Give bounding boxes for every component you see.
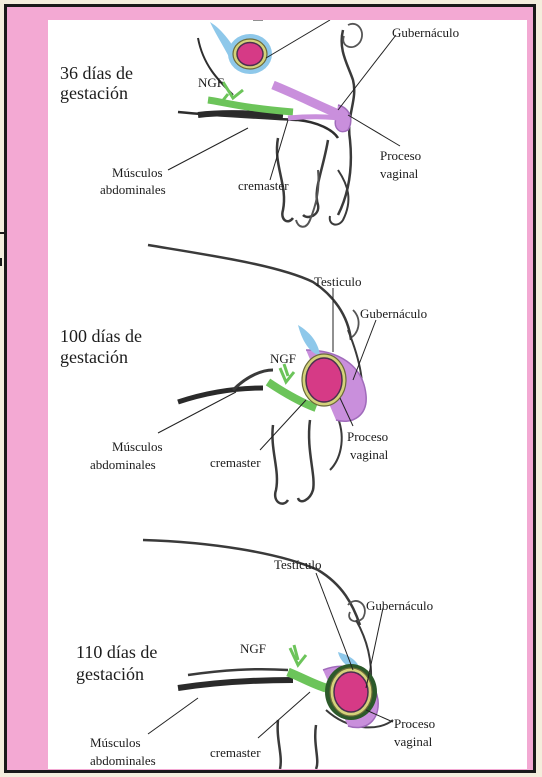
outline-stroke xyxy=(188,669,288,675)
musculos-label: Músculos xyxy=(112,165,163,180)
testis-shape xyxy=(334,672,368,712)
panel-100-days: 100 días de gestación Testiculo NGF Gube… xyxy=(60,245,427,504)
ngf-label: NGF xyxy=(240,641,266,656)
diagram-svg: 36 días de gestación NGF Gubernáculo Pro… xyxy=(48,20,527,769)
gestation-label: gestación xyxy=(60,347,128,367)
cremaster-label: cremaster xyxy=(238,178,289,193)
proceso-vaginal-label: Proceso xyxy=(347,429,388,444)
testiculo-label: Testículo xyxy=(274,557,321,572)
pointer-line xyxy=(148,698,198,734)
ngf-branch xyxy=(290,645,306,665)
proceso-vaginal-label: vaginal xyxy=(380,166,419,181)
leg-outline xyxy=(296,170,319,227)
leg-outline xyxy=(278,720,281,769)
pointer-line xyxy=(353,320,376,380)
testiculo-label: Testiculo xyxy=(314,274,361,289)
ngf-label: NGF xyxy=(198,75,224,90)
musculos-label: abdominales xyxy=(90,457,156,472)
leg-outline xyxy=(330,418,342,470)
cremaster-label: cremaster xyxy=(210,745,261,760)
back-outline xyxy=(143,540,360,625)
gubernaculo-label: Gubernáculo xyxy=(366,598,433,613)
pointer-line xyxy=(266,20,330,58)
testis-shape xyxy=(237,43,263,66)
ngf-branch xyxy=(280,364,294,382)
pointer-line xyxy=(258,692,310,738)
gestation-label: 100 días de xyxy=(60,326,142,346)
musculos-label: abdominales xyxy=(90,753,156,768)
gubernaculo-label: Gubernáculo xyxy=(360,306,427,321)
panel-36-days: 36 días de gestación NGF Gubernáculo Pro… xyxy=(60,20,459,227)
testis-shape xyxy=(306,358,342,402)
gestation-label: 36 días de xyxy=(60,63,133,83)
pointer-line xyxy=(168,128,248,170)
outline-stroke xyxy=(343,24,362,47)
back-outline xyxy=(148,245,351,340)
proceso-vaginal-label: Proceso xyxy=(394,716,435,731)
leg-outline xyxy=(315,725,317,769)
gubernaculo-label: Gubernáculo xyxy=(392,25,459,40)
muscle-band xyxy=(178,680,293,688)
pointer-line xyxy=(348,115,400,146)
musculos-label: Músculos xyxy=(112,439,163,454)
pointer-line xyxy=(260,400,306,450)
proceso-vaginal-label: Proceso xyxy=(380,148,421,163)
frame-edge-tick xyxy=(0,258,2,266)
ngf-structure xyxy=(288,672,326,688)
pointer-line xyxy=(316,573,353,670)
ngf-label: NGF xyxy=(270,351,296,366)
tail-outline xyxy=(350,310,359,338)
cremaster-label: cremaster xyxy=(210,455,261,470)
diagram-panel: 36 días de gestación NGF Gubernáculo Pro… xyxy=(48,20,527,769)
panel-110-days: 110 días de gestación Testículo NGF Gube… xyxy=(76,540,435,769)
leg-outline xyxy=(272,425,288,504)
proceso-vaginal-label: vaginal xyxy=(350,447,389,462)
proceso-vaginal-label: vaginal xyxy=(394,734,433,749)
gubernaculum-shape xyxy=(288,117,348,120)
leg-outline xyxy=(298,420,314,501)
gestation-label: 110 días de xyxy=(76,642,157,662)
musculos-label: Músculos xyxy=(90,735,141,750)
gestation-label: gestación xyxy=(60,83,128,103)
musculos-label: abdominales xyxy=(100,182,166,197)
muscle-band xyxy=(198,113,283,116)
gestation-label: gestación xyxy=(76,664,144,684)
